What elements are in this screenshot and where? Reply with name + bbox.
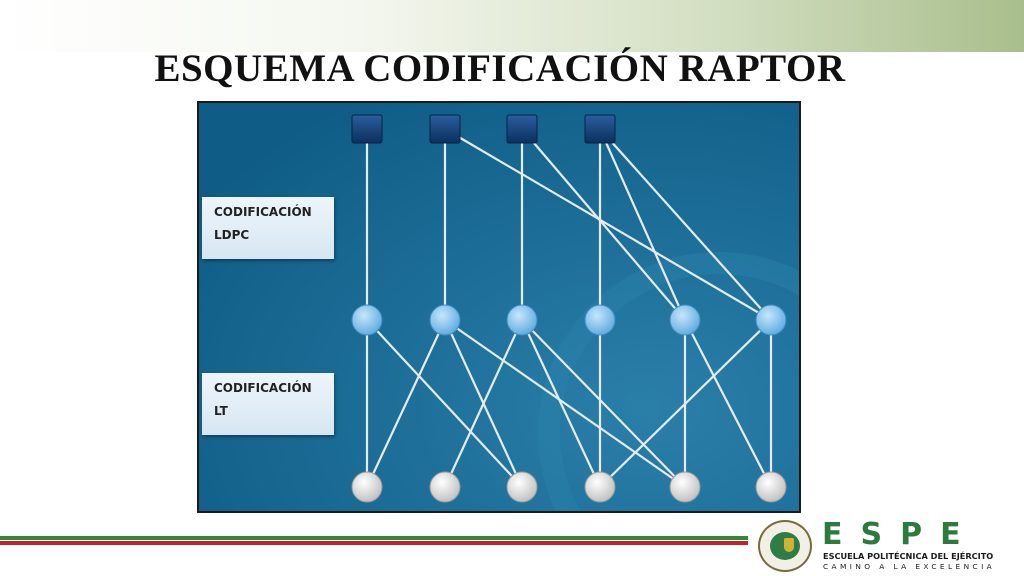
encoded-symbol-node (429, 471, 461, 503)
ldpc-label-line2: LDPC (214, 228, 250, 242)
panel-background (199, 103, 799, 511)
espe-logo: ESPE ESCUELA POLITÉCNICA DEL EJÉRCITO CA… (752, 518, 1024, 576)
ldpc-label-line1: CODIFICACIÓN (214, 205, 312, 219)
ldpc-edge (599, 128, 772, 321)
encoded-symbol-node (669, 471, 701, 503)
node-layer (351, 114, 787, 503)
lt-label-line2: LT (214, 404, 228, 418)
intermediate-symbol-node (429, 304, 461, 336)
lt-edge (444, 319, 686, 488)
lt-label-line1: CODIFICACIÓN (214, 381, 312, 395)
lt-edge (599, 319, 772, 488)
source-symbol-node (429, 114, 461, 144)
encoded-symbol-node (584, 471, 616, 503)
encoded-symbol-node (506, 471, 538, 503)
intermediate-symbol-node (351, 304, 383, 336)
intermediate-symbol-node (584, 304, 616, 336)
lt-stage-label: CODIFICACIÓN LT (202, 373, 334, 435)
lt-edge (521, 319, 686, 488)
ldpc-edge (521, 128, 686, 321)
ldpc-edge (444, 128, 772, 321)
lt-edge (684, 319, 772, 488)
raptor-graph (199, 103, 799, 511)
lt-edge (366, 319, 446, 488)
slide-title: ESQUEMA CODIFICACIÓN RAPTOR (154, 47, 846, 90)
encoded-symbol-node (351, 471, 383, 503)
institution-motto: CAMINO A LA EXCELENCIA (823, 562, 996, 571)
university-seal-icon (758, 520, 812, 572)
footer-red-stripe (0, 541, 748, 545)
intermediate-symbol-node (755, 304, 787, 336)
institution-name: ESCUELA POLITÉCNICA DEL EJÉRCITO (823, 551, 994, 561)
source-symbol-node (584, 114, 616, 144)
intermediate-symbol-node (669, 304, 701, 336)
encoded-symbol-node (755, 471, 787, 503)
lt-edge (366, 319, 523, 488)
source-symbol-node (351, 114, 383, 144)
footer-green-stripe (0, 536, 748, 540)
intermediate-symbol-node (506, 304, 538, 336)
source-symbol-node (506, 114, 538, 144)
raptor-diagram: CODIFICACIÓN LDPC CODIFICACIÓN LT (197, 101, 801, 513)
ldpc-edge (598, 128, 687, 321)
edge-layer (365, 128, 773, 488)
lt-edge (521, 319, 601, 488)
lt-edge (444, 319, 523, 488)
header-band (0, 0, 1024, 52)
ldpc-stage-label: CODIFICACIÓN LDPC (202, 197, 334, 259)
brand-wordmark: ESPE (822, 517, 979, 552)
